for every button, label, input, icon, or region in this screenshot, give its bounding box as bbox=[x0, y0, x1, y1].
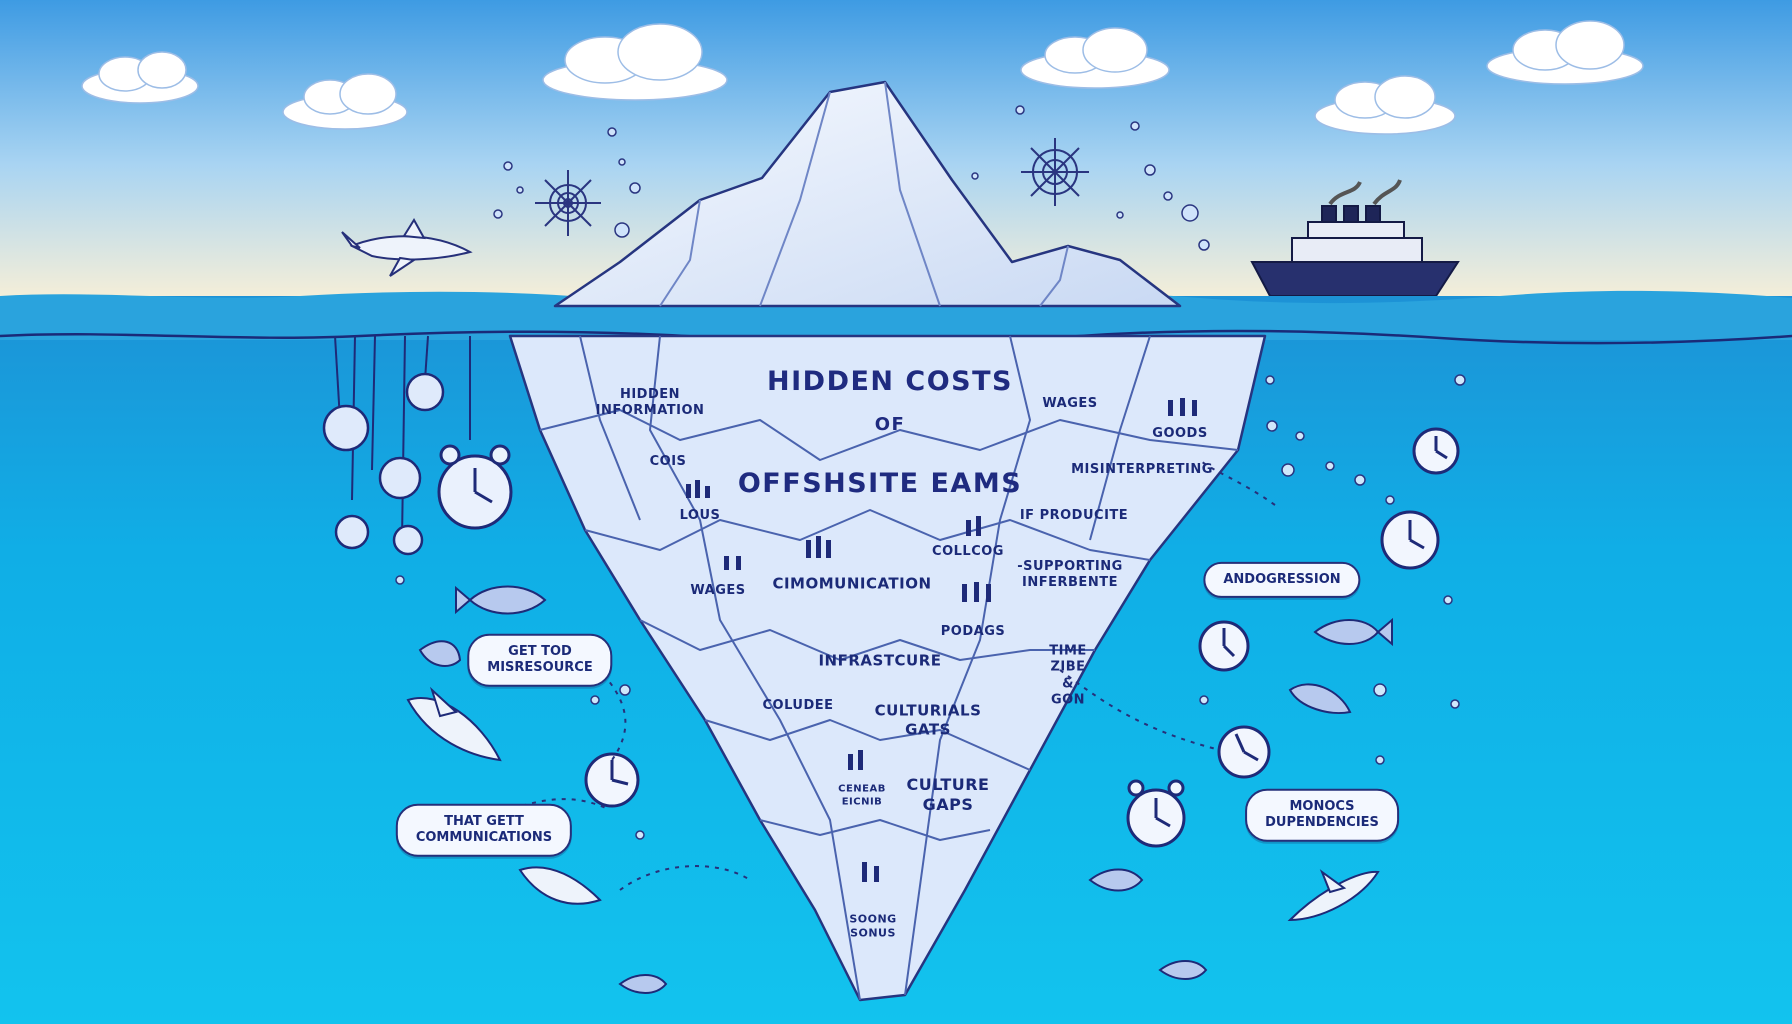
diagram-title-line3: OFFSHSITE EAMS bbox=[737, 468, 1023, 500]
label-wages-top: WAGES bbox=[1042, 395, 1098, 411]
label-goods: GOODS bbox=[1152, 425, 1208, 441]
diagram-title-line1: HIDDEN COSTS bbox=[767, 366, 1013, 398]
sea-surface bbox=[0, 290, 1792, 340]
compass-icon bbox=[535, 170, 601, 236]
label-podags: PODAGS bbox=[940, 623, 1006, 639]
label-misinterpreting: MISINTERPRETING bbox=[1071, 461, 1213, 477]
clock-icon bbox=[1412, 427, 1460, 475]
shark-icon bbox=[341, 218, 473, 277]
cloud bbox=[282, 73, 408, 130]
label-lous: LOUS bbox=[679, 507, 721, 523]
label-coludee: COLUDEE bbox=[762, 697, 834, 713]
label-infrastructure: INFRASTCURE bbox=[818, 651, 942, 670]
cloud bbox=[1020, 27, 1170, 89]
alarm-clock-icon bbox=[1126, 779, 1186, 848]
bubble-androgression: ANDOGRESSION bbox=[1203, 561, 1361, 599]
cloud bbox=[81, 51, 199, 104]
bubble-icons bbox=[493, 105, 1210, 251]
clock-icon bbox=[584, 752, 640, 808]
label-hidden-info: HIDDEN INFORMATION bbox=[595, 386, 705, 418]
clock-icon bbox=[322, 372, 445, 556]
iceberg-underwater bbox=[508, 334, 1267, 1002]
clouds bbox=[81, 20, 1644, 135]
people-icons bbox=[686, 398, 1197, 882]
cloud bbox=[542, 23, 728, 101]
fish-icon bbox=[418, 585, 1393, 994]
label-supporting: -SUPPORTING INFERBENTE bbox=[1017, 558, 1123, 590]
clock-icon bbox=[1380, 510, 1440, 570]
iceberg-tip bbox=[553, 80, 1182, 308]
clock-icon bbox=[1198, 620, 1250, 672]
clock-icon bbox=[1217, 725, 1271, 779]
label-collcog: COLLCOG bbox=[932, 543, 1004, 559]
bubble-monocs-dependencies: MONOCS DUPENDENCIES bbox=[1245, 788, 1399, 842]
compass-icon bbox=[1021, 138, 1089, 206]
label-culturials-gats: CULTURIALS GATS bbox=[874, 701, 982, 738]
label-wages-mid: WAGES bbox=[690, 582, 746, 598]
diagram-title-line2: OF bbox=[874, 413, 906, 435]
cloud bbox=[1486, 20, 1644, 85]
alarm-clock-icon bbox=[437, 444, 513, 530]
bubble-that-get-communications: THAT GETT COMMUNICATIONS bbox=[395, 803, 573, 857]
bubble-icons bbox=[395, 374, 1466, 840]
label-cois: COIS bbox=[649, 453, 687, 469]
label-if-productivity: IF PRODUCITE bbox=[1019, 507, 1129, 523]
shark-icon bbox=[406, 686, 1380, 922]
label-communication: CIMOMUNICATION bbox=[772, 574, 932, 593]
cloud bbox=[1314, 75, 1456, 135]
bubble-get-too-misresource: GET TOD MISRESOURCE bbox=[467, 633, 613, 687]
ship-icon bbox=[1250, 179, 1460, 297]
label-culture-gaps: CULTURE GAPS bbox=[906, 775, 990, 814]
label-bottom: SOONG SONUS bbox=[849, 912, 897, 939]
label-time-zone: TIME ZIBE & GON bbox=[1049, 643, 1087, 708]
label-ceneab: CENEAB EICNIB bbox=[838, 783, 886, 808]
